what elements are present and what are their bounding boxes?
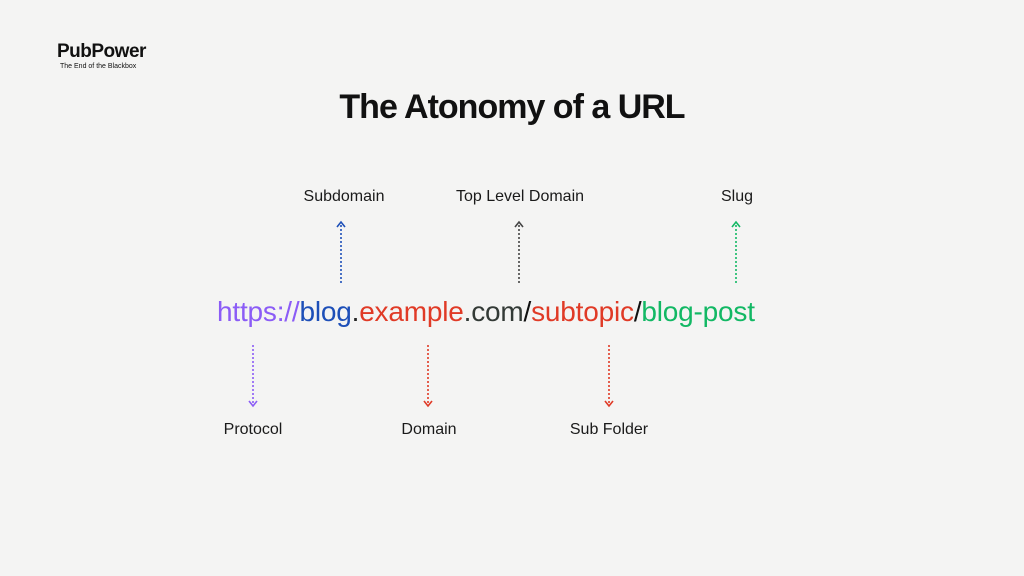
label-protocol: Protocol <box>223 421 283 438</box>
url-slash: / <box>523 296 532 327</box>
url-slash: / <box>633 296 642 327</box>
arrow-protocol-icon <box>248 345 258 408</box>
label-sub-folder: Sub Folder <box>569 421 649 438</box>
url-example: https://blog.example.com/subtopic/blog-p… <box>217 296 755 328</box>
url-protocol: https:// <box>217 296 300 327</box>
label-domain: Domain <box>401 421 457 438</box>
arrow-tld-icon <box>514 220 524 283</box>
arrow-domain-icon <box>423 345 433 408</box>
label-subdomain: Subdomain <box>303 188 385 205</box>
url-tld: .com <box>463 296 524 327</box>
logo-name: PubPower <box>57 41 146 62</box>
logo-tagline: The End of the Blackbox <box>60 63 137 70</box>
label-top-level-domain: Top Level Domain <box>455 188 585 205</box>
arrow-subdomain-icon <box>336 220 346 283</box>
label-slug: Slug <box>720 188 754 205</box>
url-subfolder: subtopic <box>531 296 634 327</box>
url-slug: blog-post <box>641 296 755 327</box>
url-domain: example <box>359 296 464 327</box>
arrow-slug-icon <box>731 220 741 283</box>
url-subdomain: blog <box>299 296 352 327</box>
arrow-subfolder-icon <box>604 345 614 408</box>
url-dot: . <box>351 296 360 327</box>
diagram-title: The Atonomy of a URL <box>339 88 685 126</box>
pubpower-logo: PubPower The End of the Blackbox <box>57 42 146 71</box>
